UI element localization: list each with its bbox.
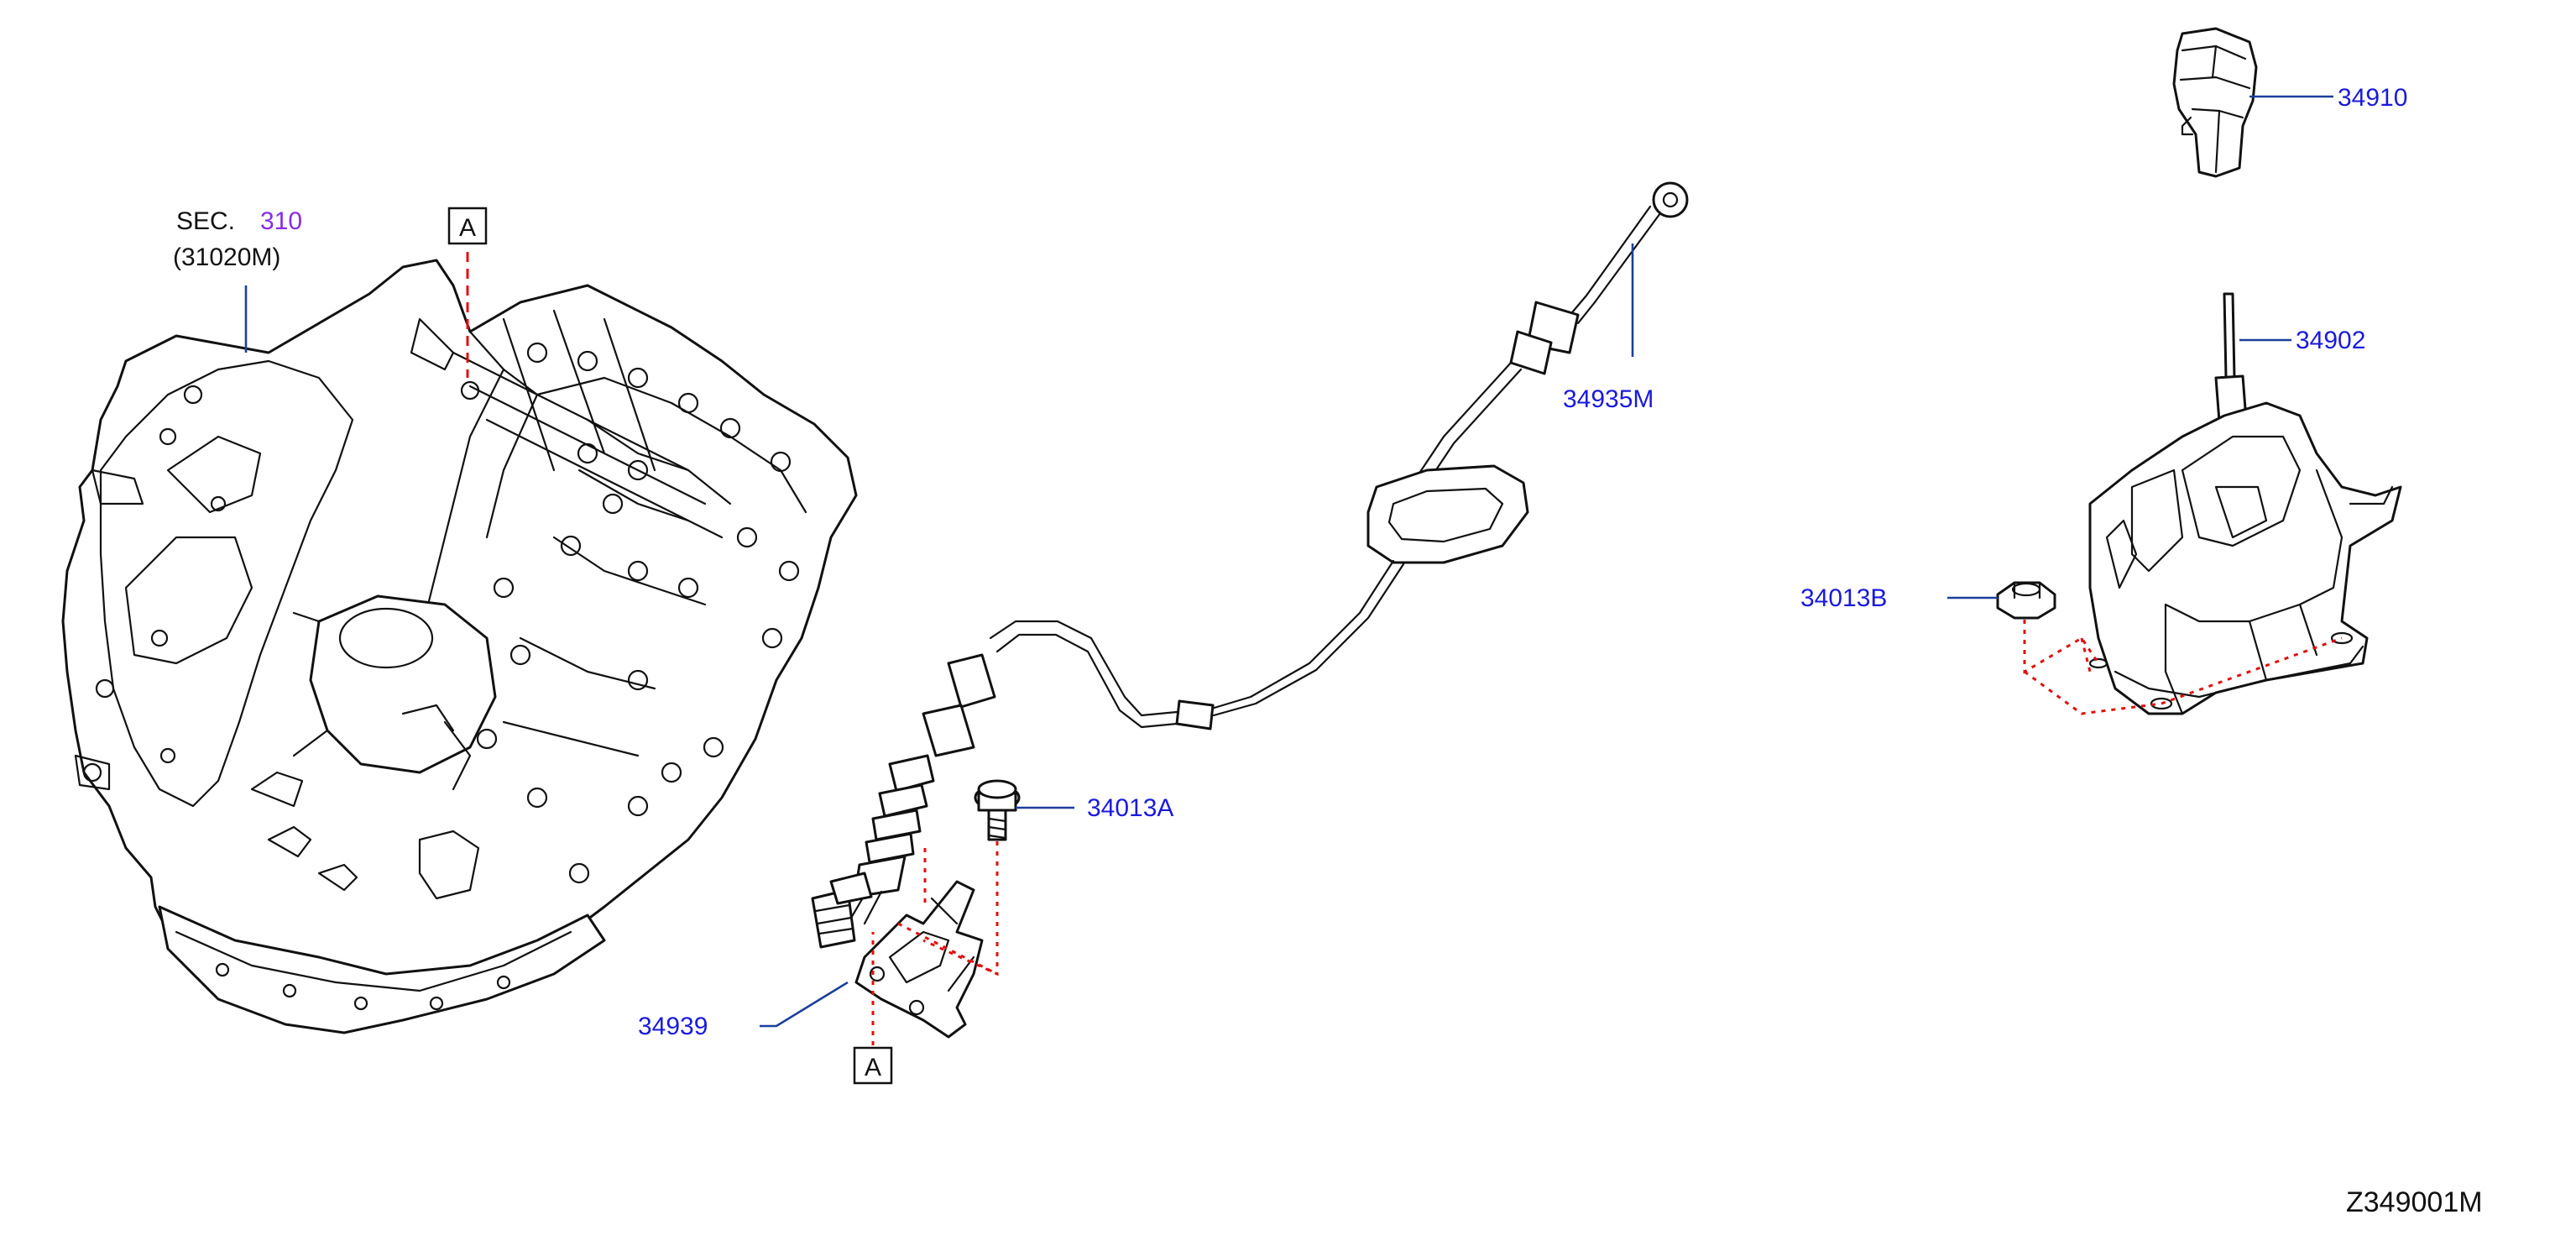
transmission-assembly: [61, 259, 858, 1034]
bolt-34013a-shape: [974, 779, 1021, 841]
ref-marker-top-label: A: [459, 214, 476, 242]
shifter-assembly-34902-shape: [2088, 292, 2402, 715]
part-label-34935m[interactable]: 34935M: [1563, 385, 1654, 413]
section-ref-number[interactable]: 310: [260, 207, 302, 235]
part-label-34013b[interactable]: 34013B: [1800, 584, 1887, 612]
leader-lines: [244, 95, 2333, 1028]
ref-marker-top[interactable]: A: [447, 207, 488, 245]
section-ref-sub: (31020M): [173, 243, 280, 271]
shift-knob-34910-shape: [2172, 27, 2258, 178]
ref-marker-bottom[interactable]: A: [853, 1046, 893, 1085]
diagram-id: Z349001M: [2346, 1186, 2483, 1218]
bracket-34939-shape: [854, 880, 984, 1039]
connection-lines: [466, 252, 2343, 1045]
nut-34013b-shape: [1996, 581, 2056, 620]
section-ref-prefix: SEC.: [176, 207, 235, 235]
part-label-34013a[interactable]: 34013A: [1087, 794, 1173, 822]
part-label-34902[interactable]: 34902: [2296, 327, 2365, 354]
part-label-34939[interactable]: 34939: [638, 1013, 708, 1040]
ref-marker-bottom-label: A: [865, 1054, 881, 1081]
part-label-34910[interactable]: 34910: [2338, 84, 2407, 112]
shift-cable-assembly: [811, 181, 1689, 949]
